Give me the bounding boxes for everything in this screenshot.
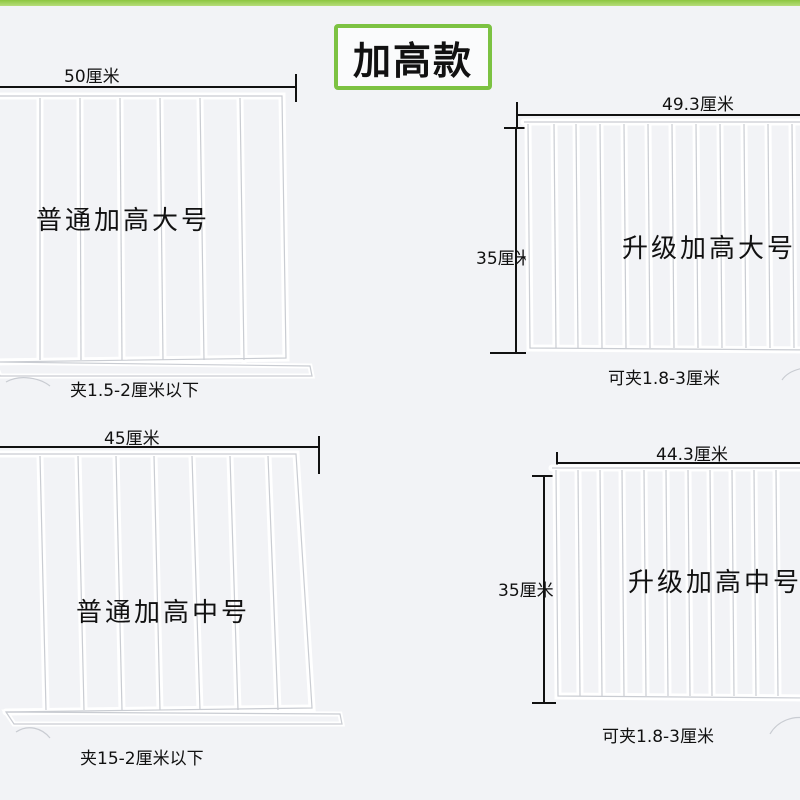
width-dimension-line (0, 446, 318, 448)
height-dimension-tick-bottom (532, 702, 556, 704)
width-dimension-line (0, 86, 296, 88)
product-name: 普通加高大号 (36, 206, 211, 236)
width-label: 49.3厘米 (662, 95, 734, 115)
clip-range-label: 可夹1.8-3厘米 (608, 369, 720, 389)
width-label: 45厘米 (104, 429, 160, 449)
product-name: 升级加高中号 (628, 568, 800, 598)
product-name: 升级加高大号 (622, 234, 797, 264)
wire-rack-illustration (520, 118, 800, 381)
height-label: 35厘米 (498, 581, 554, 601)
width-dimension-tick (556, 452, 558, 476)
height-dimension-tick-bottom (490, 352, 526, 354)
clip-range-label: 夹1.5-2厘米以下 (70, 381, 199, 401)
page-title: 加高款 (352, 38, 473, 83)
clip-range-label: 可夹1.8-3厘米 (602, 727, 714, 747)
width-dimension-tick (295, 74, 297, 102)
wire-rack-illustration (548, 464, 800, 735)
clip-range-label: 夹15-2厘米以下 (80, 749, 204, 769)
width-dimension-tick (516, 102, 518, 128)
wire-rack-illustration (0, 450, 346, 739)
height-dimension-tick-top (504, 127, 526, 129)
height-dimension-line (543, 476, 545, 704)
wire-rack-image (520, 118, 800, 381)
width-label: 50厘米 (64, 67, 120, 87)
width-label: 44.3厘米 (656, 445, 728, 465)
height-label: 35厘米 (476, 249, 532, 269)
wire-rack-illustration (0, 92, 316, 387)
top-accent-band (0, 0, 800, 6)
height-dimension-line (515, 128, 517, 354)
wire-rack-image (0, 448, 360, 748)
width-dimension-line (556, 462, 800, 464)
height-dimension-tick-top (532, 475, 556, 477)
width-dimension-tick (318, 436, 320, 474)
width-dimension-line (516, 114, 800, 116)
wire-rack-image (0, 90, 330, 390)
product-name: 普通加高中号 (76, 598, 251, 628)
title-box: 加高款 (334, 24, 492, 90)
wire-rack-image (548, 464, 800, 764)
